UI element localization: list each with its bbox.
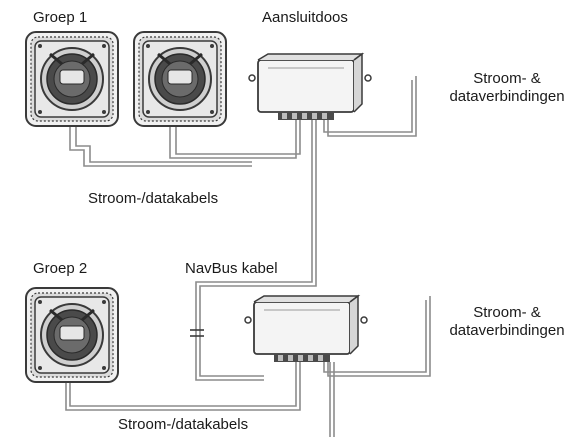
label-group1: Groep 1 — [33, 9, 88, 26]
control-unit-group1-b — [132, 30, 228, 128]
cables-top — [69, 76, 417, 381]
label-power-data-cables-bottom: Stroom-/datakabels — [118, 416, 249, 433]
label-power-data-connections-bottom-line1: Stroom- & — [473, 304, 541, 321]
junction-box-top — [248, 53, 372, 121]
cables-bottom — [65, 296, 431, 437]
label-power-data-connections-top-line2: dataverbindingen — [449, 88, 565, 105]
label-navbus-cable: NavBus kabel — [185, 260, 278, 277]
label-power-data-connections-top: Stroom- & dataverbindingen — [436, 70, 578, 106]
label-junction-box: Aansluitdoos — [262, 9, 348, 26]
label-power-data-connections-top-line1: Stroom- & — [473, 70, 541, 87]
junction-box-bottom — [244, 295, 368, 363]
label-power-data-connections-bottom-line2: dataverbindingen — [449, 322, 565, 339]
control-unit-group1-a — [24, 30, 120, 128]
label-power-data-connections-bottom: Stroom- & dataverbindingen — [436, 304, 578, 340]
label-power-data-cables-top: Stroom-/datakabels — [88, 190, 219, 207]
control-unit-group2 — [24, 286, 120, 384]
label-group2: Groep 2 — [33, 260, 88, 277]
